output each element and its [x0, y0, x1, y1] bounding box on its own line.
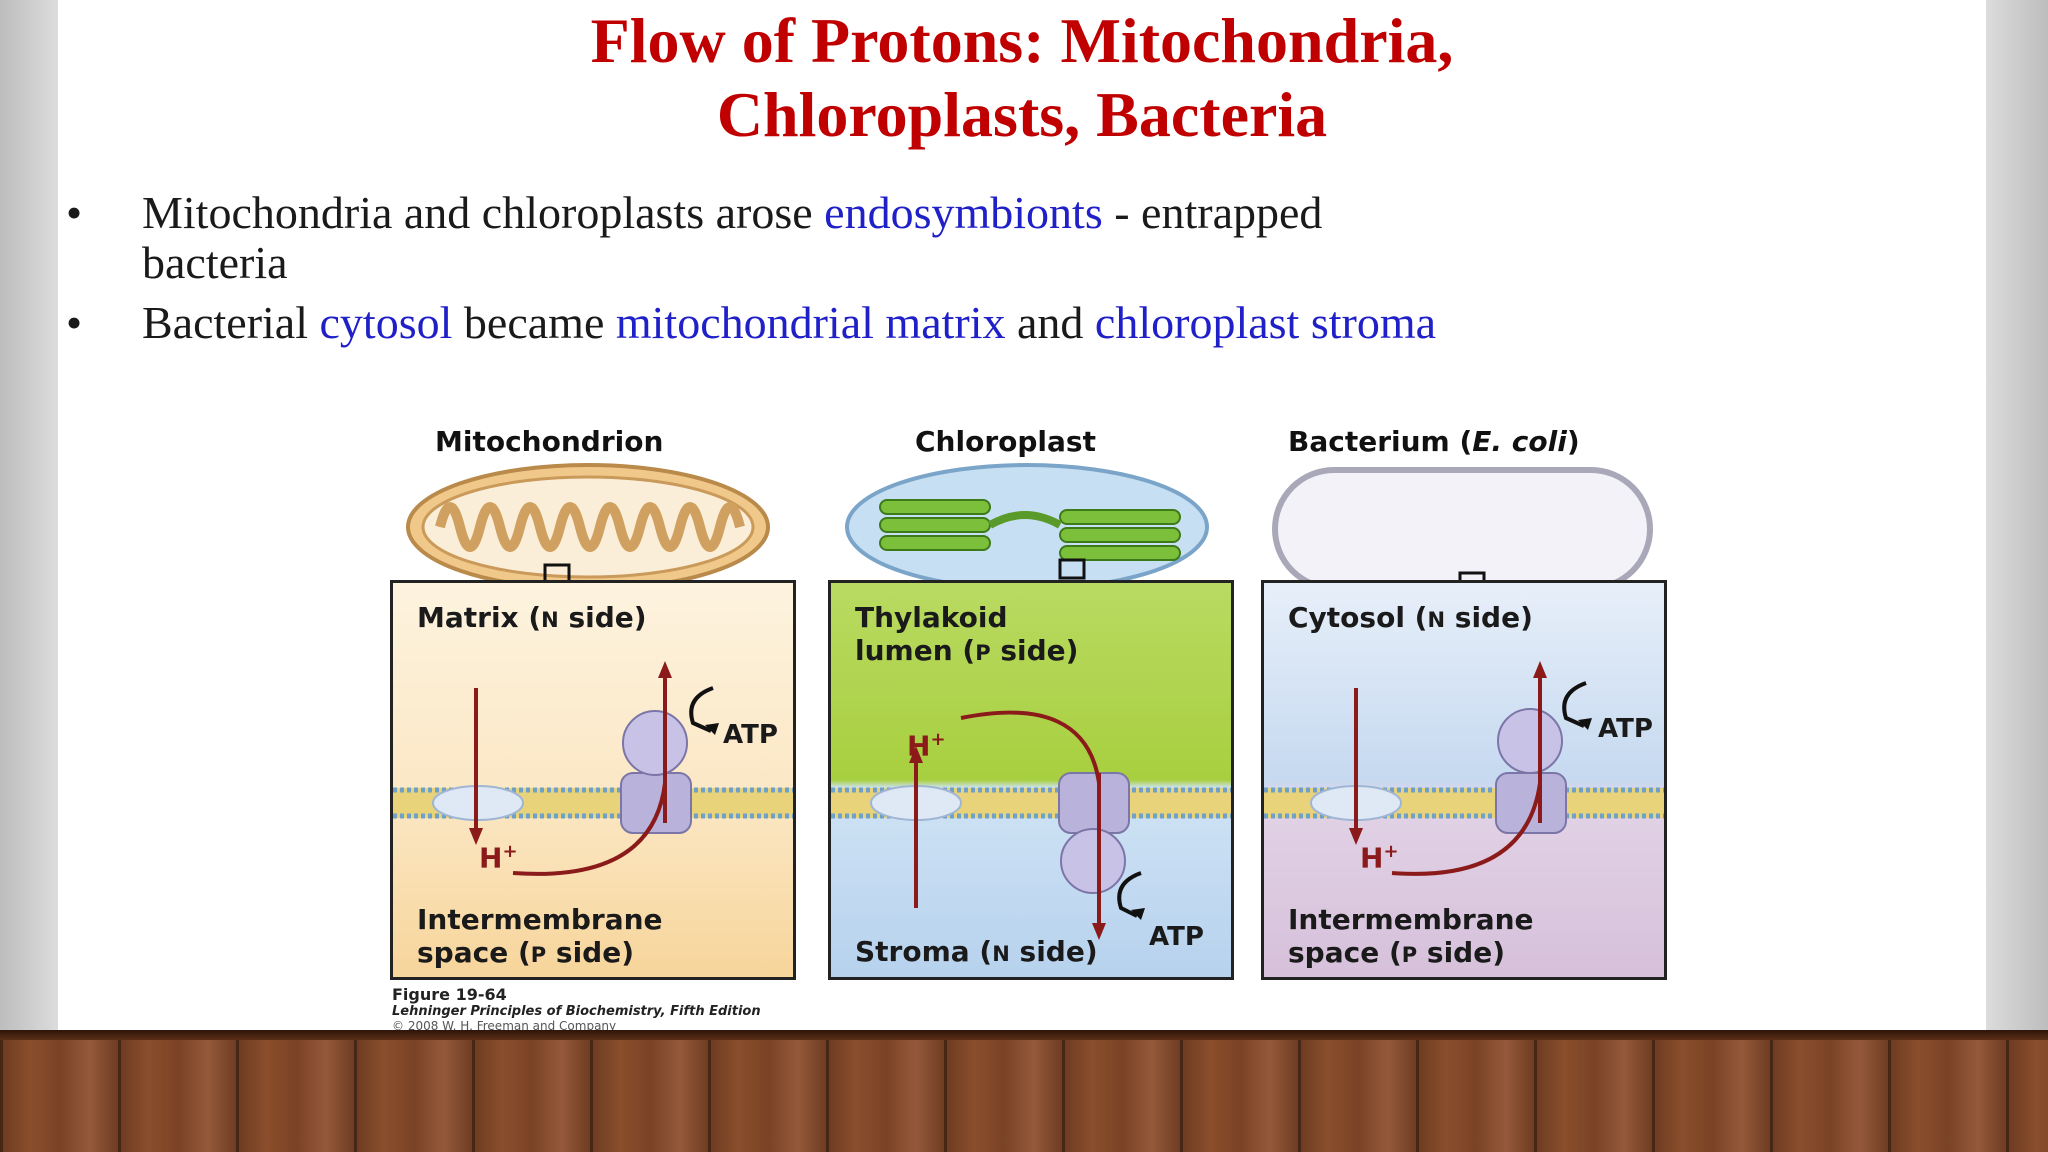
atp-label: ATP	[723, 720, 778, 750]
slide-title-line-1: Flow of Protons: Mitochondria,	[590, 5, 1454, 76]
panel-title-mitochondrion: Mitochondrion	[435, 425, 664, 458]
proton-charge: +	[930, 729, 946, 750]
panel-title-species: E. coli	[1472, 425, 1567, 458]
label-text: Cytosol (	[1288, 601, 1428, 634]
bullet-text: became	[452, 297, 616, 348]
panel-title-text: )	[1566, 425, 1580, 458]
bacterium-membrane-diagram	[1264, 661, 1664, 876]
bullet-text: Mitochondria and chloroplasts arose	[142, 187, 825, 238]
label-side: N	[1427, 608, 1446, 632]
proton-charge: +	[1383, 841, 1399, 862]
bullet-item-1: • Mitochondria and chloroplasts arose en…	[66, 188, 1322, 288]
highlight-term: chloroplast stroma	[1094, 297, 1437, 348]
chloroplast-illustration	[845, 463, 1209, 591]
bullet-marker: •	[66, 187, 83, 238]
atp-label: ATP	[1598, 714, 1653, 744]
proton-symbol: H	[479, 841, 503, 875]
label-text: Intermembrane	[417, 903, 663, 936]
figure-caption: Figure 19-64 Lehninger Principles of Bio…	[392, 985, 761, 1033]
label-text: Matrix (	[417, 601, 542, 634]
label-text: side)	[1445, 601, 1533, 634]
bullet-item-2: • Bacterial cytosol became mitochondrial…	[66, 298, 1436, 348]
bacterium-illustration	[1272, 467, 1653, 593]
highlight-term: cytosol	[319, 297, 453, 348]
slide-right-shade	[1986, 0, 2048, 1030]
proton-label: H+	[1360, 835, 1399, 874]
mitochondrion-membrane-diagram	[393, 661, 793, 876]
label-side: N	[541, 608, 559, 632]
stroma-label: Stroma (N side)	[855, 935, 1098, 971]
mitochondrion-illustration	[406, 463, 770, 591]
bullet-text: - entrapped	[1102, 187, 1323, 238]
proton-symbol: H	[907, 729, 931, 763]
panel-title-bacterium: Bacterium (E. coli)	[1288, 425, 1580, 458]
proton-flow-figure: Mitochondrion Chloroplast Bacterium (E. …	[380, 415, 1680, 1033]
label-text: lumen (	[855, 634, 976, 667]
chloroplast-membrane-diagram	[831, 710, 1231, 940]
label-text: side)	[546, 936, 634, 969]
label-side: P	[1401, 943, 1418, 967]
figure-copyright: © 2008 W. H. Freeman and Company	[392, 1019, 617, 1033]
label-text: side)	[1417, 936, 1505, 969]
label-side: P	[975, 641, 991, 665]
label-text: Thylakoid	[855, 601, 1008, 634]
label-text: side)	[990, 634, 1079, 667]
figure-source: Lehninger Principles of Biochemistry, Fi…	[392, 1004, 761, 1019]
highlight-term: endosymbionts	[824, 187, 1103, 238]
cytosol-label: Cytosol (N side)	[1288, 601, 1533, 637]
atp-label: ATP	[1149, 922, 1204, 952]
slide-left-shade	[0, 0, 58, 1030]
matrix-label: Matrix (N side)	[417, 601, 647, 637]
wood-floor-background	[0, 1030, 2048, 1152]
proton-symbol: H	[1360, 841, 1384, 875]
figure-number: Figure 19-64	[392, 985, 507, 1004]
organelle-illustrations	[406, 463, 1653, 593]
panel-title-text: Bacterium (	[1288, 425, 1473, 458]
highlight-term: mitochondrial matrix	[615, 297, 1006, 348]
panel-title-chloroplast: Chloroplast	[915, 425, 1096, 458]
label-text: Stroma (	[855, 935, 993, 968]
label-text: side)	[1009, 935, 1098, 968]
label-side: P	[530, 943, 547, 967]
bullet-marker: •	[66, 297, 83, 348]
label-text: space (	[417, 936, 531, 969]
proton-charge: +	[502, 841, 518, 862]
proton-label: H+	[907, 723, 946, 762]
slide-title-line-2: Chloroplasts, Bacteria	[716, 79, 1328, 150]
label-text: side)	[558, 601, 647, 634]
label-side: N	[992, 942, 1010, 966]
proton-label: H+	[479, 835, 518, 874]
label-text: Intermembrane	[1288, 903, 1534, 936]
label-text: space (	[1288, 936, 1402, 969]
bullet-text: Bacterial	[142, 297, 320, 348]
bullet-text: and	[1005, 297, 1095, 348]
bullet-text: bacteria	[142, 237, 288, 288]
